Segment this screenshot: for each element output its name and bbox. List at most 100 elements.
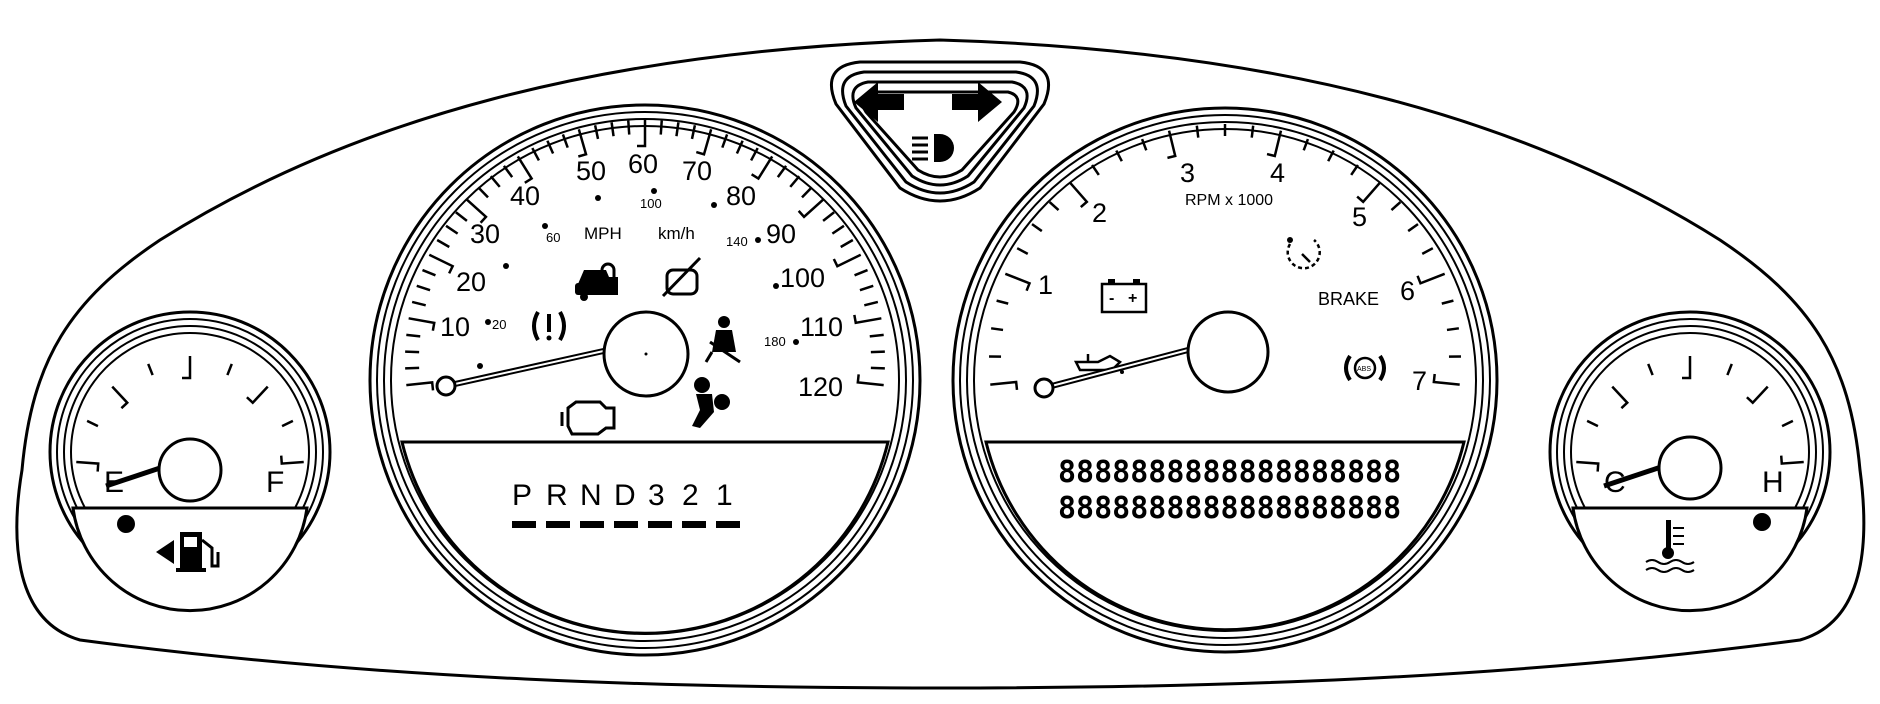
speedometer-kmh-dots [477, 188, 799, 369]
mph-label-110: 110 [800, 312, 843, 342]
mph-label-50: 50 [576, 156, 606, 186]
tick-mark [86, 419, 99, 428]
tachometer-ticks [989, 124, 1461, 391]
gear-d: D [614, 479, 636, 512]
rpm-label-1: 1 [1038, 270, 1053, 300]
tick-mark [182, 356, 192, 380]
tick-mark [489, 175, 501, 188]
tick-mark [1327, 149, 1335, 162]
tick-mark [1441, 299, 1454, 305]
cruise-control-icon [1286, 237, 1321, 270]
mph-label-60: 60 [628, 149, 658, 179]
speedometer-kmh-labels: 20 60 100 140 180 [492, 196, 786, 349]
gear-1: 1 [716, 479, 733, 512]
lcd-line-1: 8888888888888888888 [1058, 455, 1401, 490]
tick-mark [502, 165, 514, 178]
tick-mark [111, 385, 130, 410]
gear-r: R [546, 479, 568, 512]
turn-signal-pod [830, 60, 1050, 203]
speedometer-mph-labels: 10 20 30 40 50 60 70 80 90 100 110 120 [440, 149, 843, 402]
tick-mark [853, 314, 882, 325]
tick-mark [749, 147, 759, 162]
odometer-lcd: 8888888888888888888 8888888888888888888 [1058, 455, 1401, 526]
tick-mark [1195, 125, 1200, 138]
fuel-gauge-ticks [76, 356, 304, 472]
battery-minus-symbol: - [1109, 290, 1114, 307]
tick-mark [1390, 201, 1402, 212]
rpm-label-7: 7 [1412, 366, 1427, 396]
fuel-needle [105, 465, 161, 489]
tick-mark [436, 238, 450, 249]
tick-mark [1746, 385, 1769, 405]
tick-mark [406, 380, 435, 391]
tire-pressure-icon [532, 311, 566, 341]
brake-warning-label: BRAKE [1318, 289, 1379, 309]
tick-mark [659, 120, 663, 135]
tick-mark [1068, 181, 1089, 209]
check-engine-icon [560, 400, 616, 436]
rpm-label-2: 2 [1092, 198, 1107, 228]
tick-mark [1031, 223, 1043, 233]
gear-2: 2 [682, 479, 699, 512]
fuel-full-label: F [266, 466, 284, 499]
tick-mark [801, 186, 813, 199]
tick-mark [1302, 138, 1310, 151]
mph-label-70: 70 [682, 156, 712, 186]
temp-needle [1603, 463, 1665, 489]
temperature-gauge: C H [1548, 310, 1832, 613]
coolant-temp-icon [1645, 520, 1695, 573]
speedometer-unit-mph: MPH [584, 224, 622, 243]
tick-mark [408, 317, 436, 331]
tick-mark [1421, 247, 1434, 255]
tick-mark [863, 300, 879, 307]
tick-mark [721, 134, 729, 149]
tick-mark [1682, 356, 1692, 380]
tick-mark [1779, 455, 1804, 465]
tick-mark [840, 238, 854, 249]
speedometer-ticks [405, 120, 885, 391]
tick-mark [1611, 385, 1630, 410]
gear-3: 3 [648, 479, 665, 512]
tick-mark [428, 253, 455, 274]
tick-mark [1432, 373, 1460, 386]
turn-right-arrow-icon [952, 82, 1002, 122]
abs-icon: ABS [1344, 354, 1386, 382]
tachometer-unit: RPM x 1000 [1185, 192, 1273, 209]
tick-mark [76, 460, 100, 472]
gear-n: N [580, 479, 602, 512]
speedometer-unit-kmh: km/h [658, 224, 695, 243]
tick-mark [735, 140, 744, 155]
temp-gauge-ticks [1576, 356, 1804, 472]
tick-mark [831, 224, 845, 235]
seatbelt-icon [704, 316, 741, 364]
tick-mark [577, 128, 588, 158]
high-beam-icon [912, 134, 954, 162]
lcd-line-2: 8888888888888888888 [1058, 491, 1401, 526]
tick-mark [750, 155, 774, 181]
tick-mark [854, 268, 868, 277]
tick-mark [990, 327, 1004, 332]
tick-mark [1446, 327, 1460, 332]
tick-mark [561, 134, 569, 149]
mph-label-10: 10 [440, 312, 470, 342]
temp-hot-label: H [1762, 466, 1784, 499]
gear-indicator-dashes [512, 521, 740, 528]
tick-mark [455, 211, 468, 222]
tick-mark [1356, 181, 1382, 204]
tick-mark [856, 374, 884, 387]
tick-mark [516, 155, 534, 184]
mph-label-30: 30 [470, 219, 500, 249]
tick-mark [1781, 419, 1794, 428]
tick-mark [1167, 130, 1177, 160]
tick-mark [1586, 419, 1599, 428]
tick-mark [1726, 363, 1733, 376]
tick-mark [1416, 272, 1446, 285]
tick-mark [822, 211, 835, 222]
tick-mark [690, 124, 697, 140]
rpm-label-6: 6 [1400, 276, 1415, 306]
temp-indicator-dot [1753, 513, 1771, 531]
kmh-label-100: 100 [640, 196, 662, 211]
tick-mark [465, 198, 488, 224]
tick-mark [1250, 125, 1255, 138]
mph-label-120: 120 [798, 372, 843, 402]
